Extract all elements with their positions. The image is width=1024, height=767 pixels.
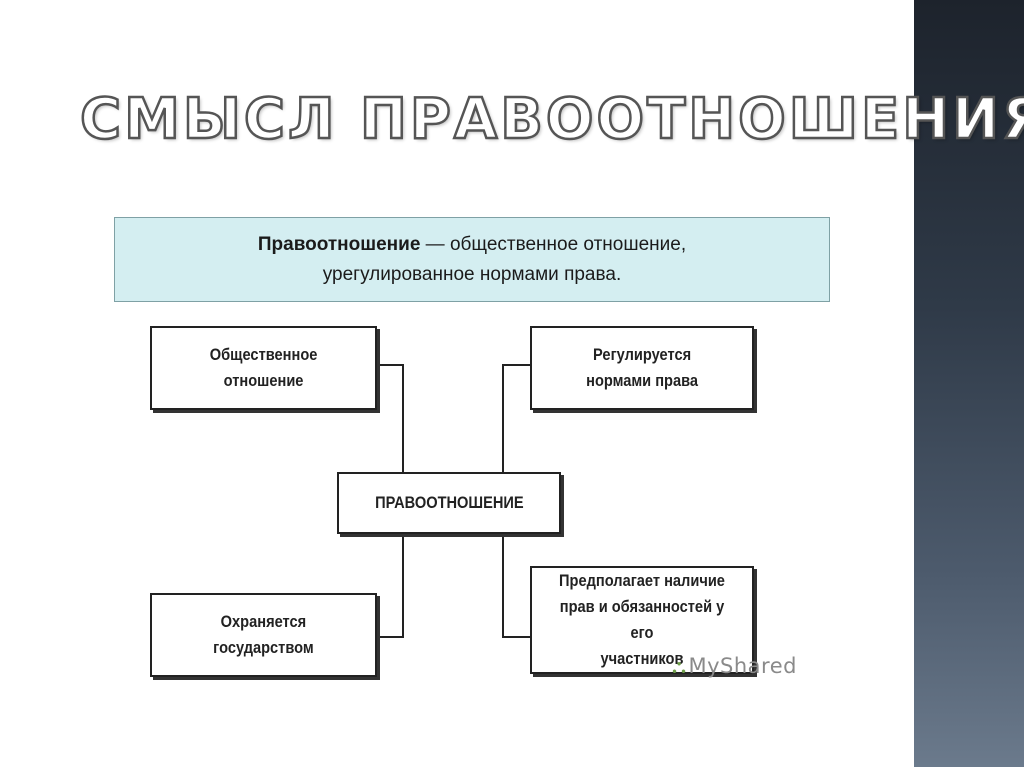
box-top-left: Общественное отношение [150, 326, 377, 410]
box-center: ПРАВООТНОШЕНИЕ [337, 472, 561, 534]
box-bottom-right: Предполагает наличие прав и обязанностей… [530, 566, 754, 674]
watermark: ⛬MyShared [672, 654, 797, 678]
box-top-right-line-2: нормами права [586, 371, 698, 390]
box-center-label: ПРАВООТНОШЕНИЕ [374, 493, 524, 512]
box-bottom-right-line-1: Предполагает наличие [559, 571, 725, 590]
box-bottom-right-line-3: участников [600, 649, 684, 668]
connector-bottom-right-h [502, 636, 532, 638]
box-bottom-left-line-1: Охраняется [220, 612, 307, 631]
box-top-left-line-1: Общественное [209, 345, 318, 364]
box-top-left-line-2: отношение [223, 371, 304, 390]
box-bottom-left: Охраняется государством [150, 593, 377, 677]
myshared-logo-icon: ⛬ [672, 654, 687, 678]
side-panel [914, 0, 1024, 767]
box-bottom-left-line-2: государством [213, 638, 314, 657]
connector-top-left-h [376, 364, 404, 366]
box-top-right-line-1: Регулируется [592, 345, 692, 364]
watermark-text: MyShared [688, 654, 797, 678]
definition-term: Правоотношение [257, 234, 421, 255]
definition-box: Правоотношение — общественное отношение,… [114, 217, 830, 302]
definition-line-2: урегулированное нормами права. [322, 264, 622, 285]
definition-text-1: — общественное отношение, [420, 234, 687, 255]
box-top-right: Регулируется нормами права [530, 326, 754, 410]
definition-line-1: Правоотношение — общественное отношение, [115, 230, 829, 260]
connector-bottom-left-h [376, 636, 404, 638]
slide-title: СМЫСЛ ПРАВООТНОШЕНИЯ [79, 87, 1024, 152]
box-bottom-right-line-2: прав и обязанностей у его [559, 597, 725, 642]
connector-top-right-h [502, 364, 532, 366]
